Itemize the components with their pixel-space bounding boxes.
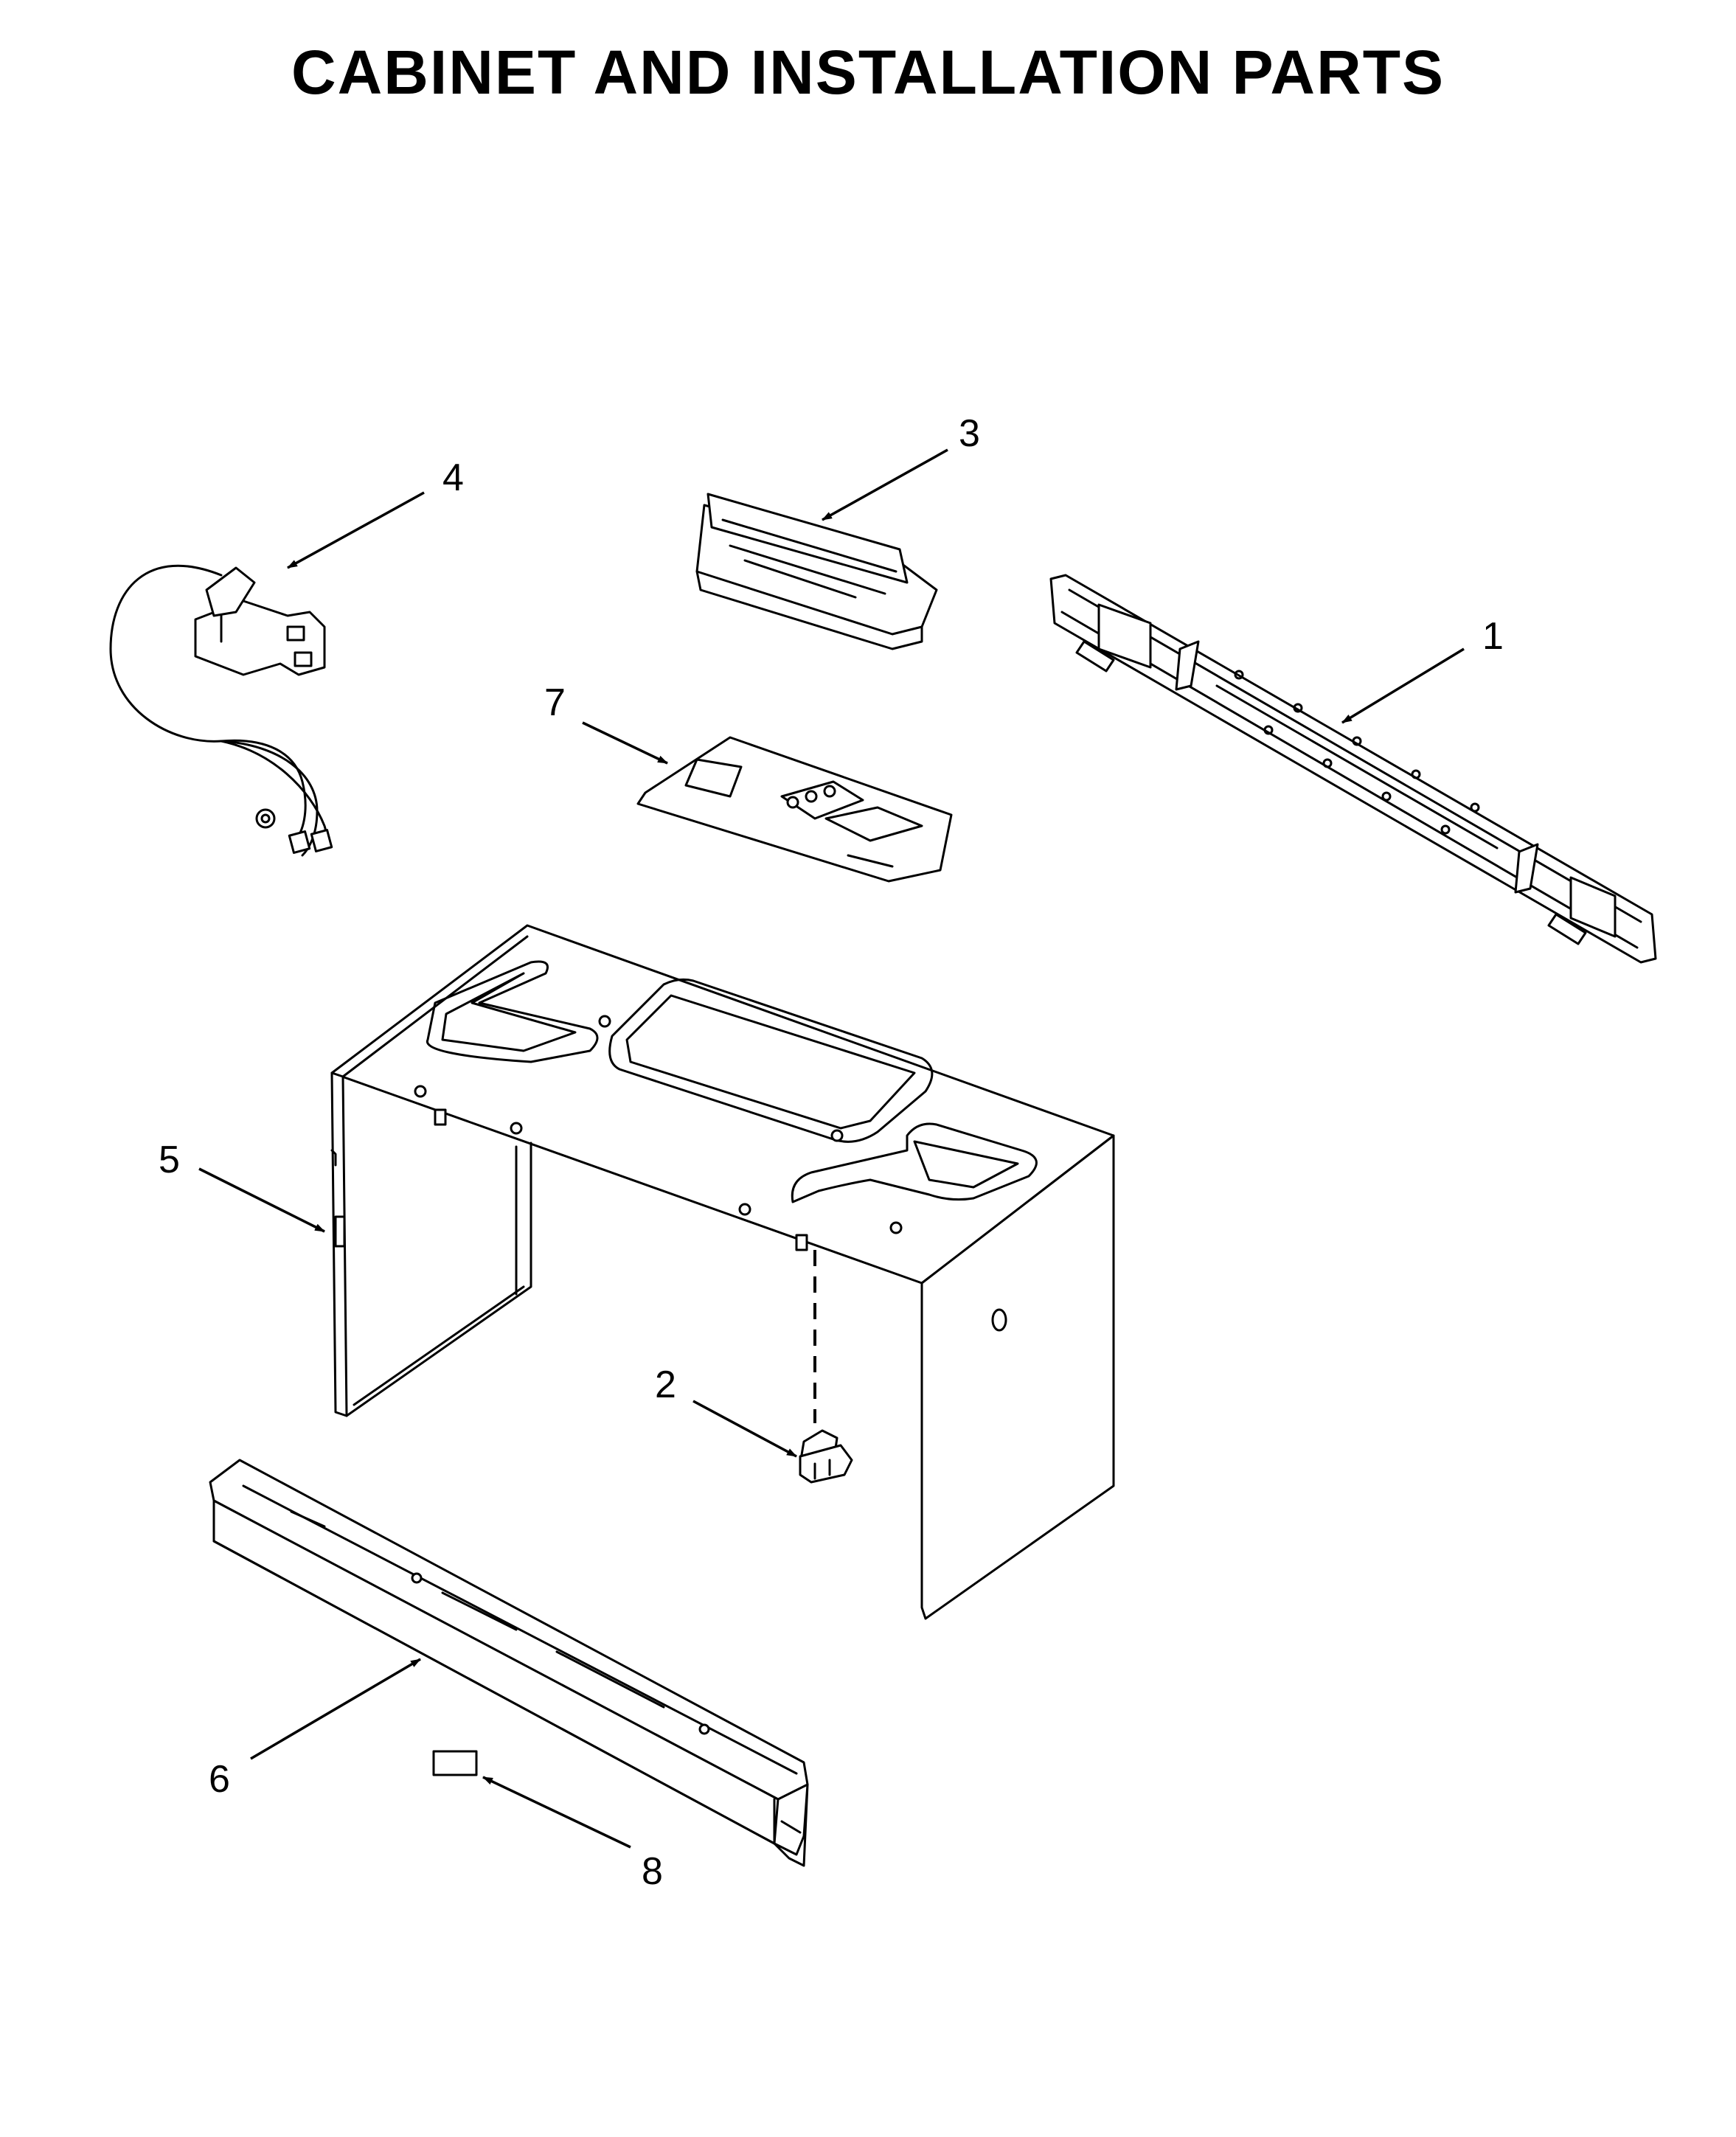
- wall-mounting-rail-part[interactable]: [1049, 574, 1657, 964]
- leader-line-7: [582, 721, 668, 765]
- leader-line-2: [692, 1400, 797, 1458]
- switch-latch-part[interactable]: [799, 1429, 853, 1484]
- leader-line-8: [482, 1776, 631, 1849]
- label-tag-part[interactable]: [432, 1750, 478, 1776]
- callout-6: 6: [209, 1758, 230, 1801]
- leader-line-3: [822, 448, 948, 521]
- callout-4: 4: [442, 456, 464, 499]
- callout-7: 7: [544, 681, 566, 724]
- mounting-plate-part[interactable]: [636, 736, 953, 883]
- leader-line-1: [1341, 647, 1465, 724]
- callout-8: 8: [642, 1850, 663, 1893]
- damper-vent-part[interactable]: [695, 493, 938, 650]
- callout-1: 1: [1482, 615, 1504, 658]
- front-channel-part[interactable]: [209, 1459, 809, 1867]
- power-cord-part[interactable]: [109, 564, 333, 857]
- cabinet-wrapper-part[interactable]: [330, 924, 1115, 1620]
- callout-3: 3: [959, 412, 980, 455]
- leader-line-4: [287, 491, 425, 569]
- callout-2: 2: [655, 1363, 676, 1406]
- callout-5: 5: [159, 1139, 180, 1181]
- leader-line-5: [198, 1167, 325, 1233]
- leader-line-6: [250, 1658, 421, 1760]
- page-title: CABINET AND INSTALLATION PARTS: [291, 38, 1445, 107]
